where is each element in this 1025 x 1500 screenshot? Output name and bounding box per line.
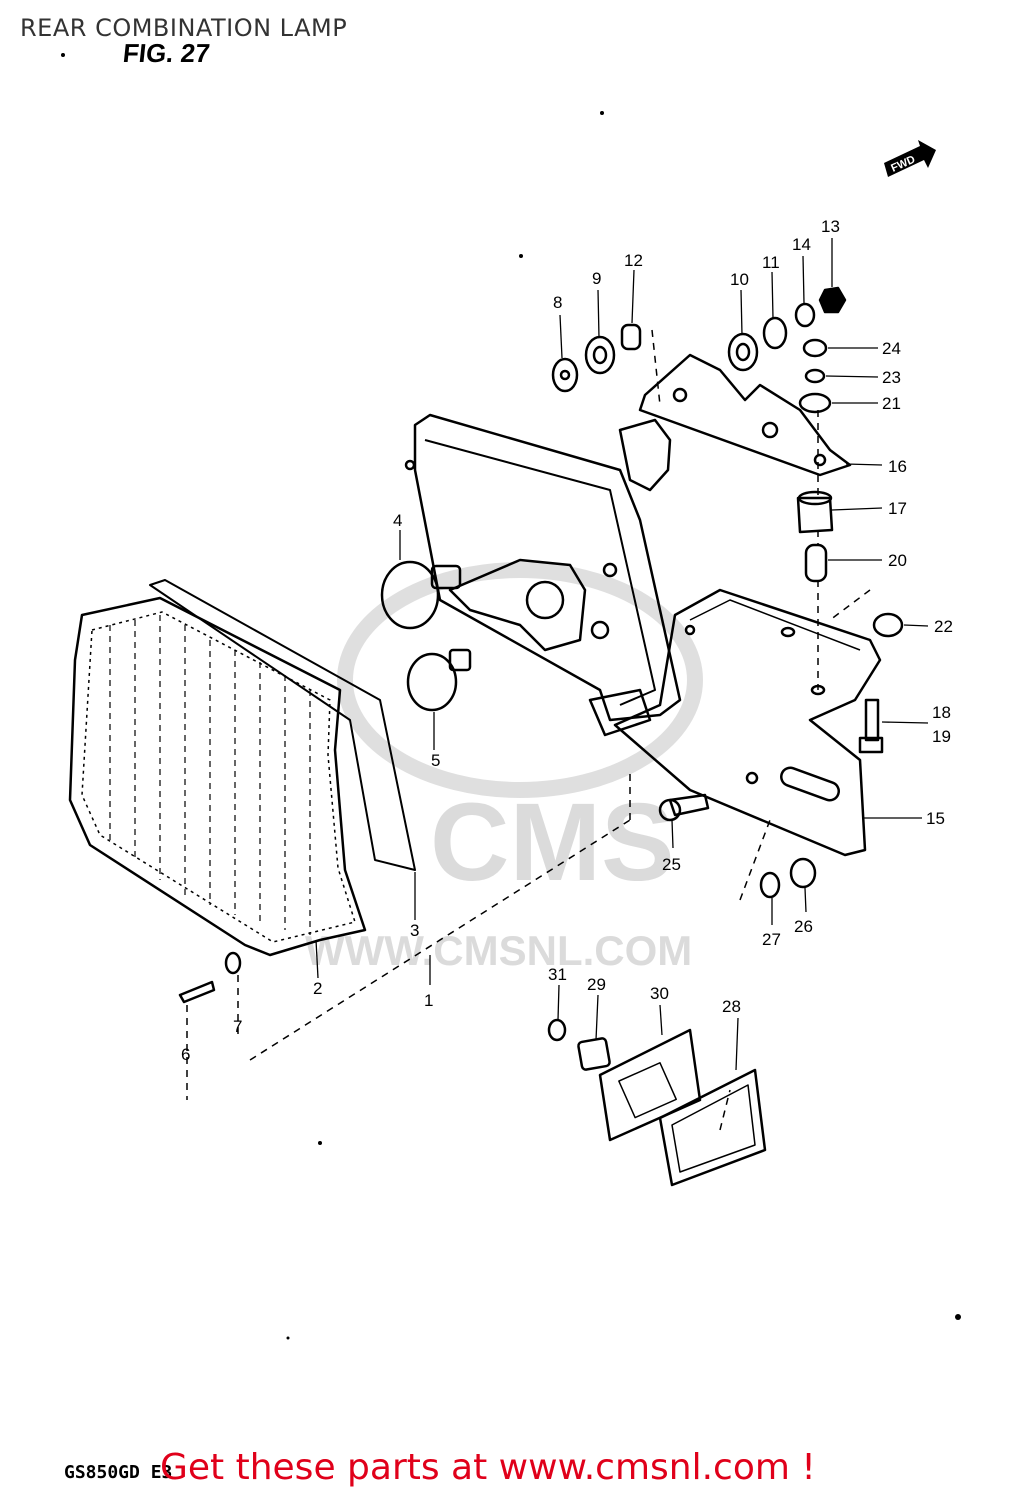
leader-lines [315,238,929,1071]
callout-4: 4 [393,511,402,530]
watermark-url: WWW.CMSNL.COM [305,927,692,974]
callout-17: 17 [888,499,907,518]
fwd-arrow: FWD [884,140,936,177]
watermark-brand: CMS [430,781,674,904]
callout-30: 30 [650,984,669,1003]
callout-23: 23 [882,368,901,387]
callout-24: 24 [882,339,901,358]
fwd-arrow-label: FWD [889,154,917,175]
callout-15: 15 [926,809,945,828]
callout-12: 12 [624,251,643,270]
fwd-arrow-icon [884,140,936,177]
callout-7: 7 [233,1017,242,1036]
callout-22: 22 [934,617,953,636]
callout-3: 3 [410,921,419,940]
grommet-9 [584,335,616,375]
collar-12 [620,323,642,351]
washer-14 [794,302,816,328]
model-code: GS850GD E3 [64,1462,173,1483]
callout-21: 21 [882,394,901,413]
callout-19: 19 [932,727,951,746]
collar-20 [804,543,828,583]
scan-specks [61,53,961,1340]
gasket-30 [598,1028,702,1142]
callout-16: 16 [888,457,907,476]
callout-27: 27 [762,930,781,949]
callout-26: 26 [794,917,813,936]
callout-5: 5 [431,751,440,770]
bolt-18 [858,698,884,754]
watermark-emblem [337,562,703,798]
nut-24 [802,338,828,358]
callout-9: 9 [592,269,601,288]
watermark: CMS WWW.CMSNL.COM [305,562,703,974]
callout-2: 2 [313,979,322,998]
bulb-small [406,648,472,712]
callout-13: 13 [821,217,840,236]
callout-18: 18 [932,703,951,722]
license-bracket [613,588,882,857]
callout-29: 29 [587,975,606,994]
callout-14: 14 [792,235,811,254]
nut-31 [547,1018,567,1042]
washer-27 [759,871,781,899]
screw-25 [658,793,710,822]
cushion-17 [796,490,834,534]
nut-26 [789,857,817,889]
callout-20: 20 [888,551,907,570]
grommet-10 [727,332,759,372]
callout-31: 31 [548,965,567,984]
washer-21 [798,392,832,414]
washer-23 [804,368,826,384]
page-title: REAR COMBINATION LAMP [20,14,348,42]
callout-10: 10 [730,270,749,289]
license-lamp-lens-28 [658,1068,767,1187]
screw-6 [178,980,216,1004]
upper-bracket [638,353,852,477]
callout-28: 28 [722,997,741,1016]
lens-assembly [68,579,416,957]
washer-8 [551,357,579,393]
washer-7 [224,951,242,975]
nut-13 [818,286,847,314]
callout-25: 25 [662,855,681,874]
lamp-housing [404,413,682,737]
washer-11 [762,316,788,350]
callout-11: 11 [762,253,780,272]
bulb-large [380,560,462,630]
callouts: 1 2 3 4 5 6 7 8 9 10 11 12 13 14 15 16 1… [181,217,953,1064]
callout-1: 1 [424,991,433,1010]
grommet-29 [577,1037,611,1071]
callout-6: 6 [181,1045,190,1064]
cta-link[interactable]: Get these parts at www.cmsnl.com ! [160,1447,816,1488]
nut-22 [872,612,904,638]
callout-8: 8 [553,293,562,312]
